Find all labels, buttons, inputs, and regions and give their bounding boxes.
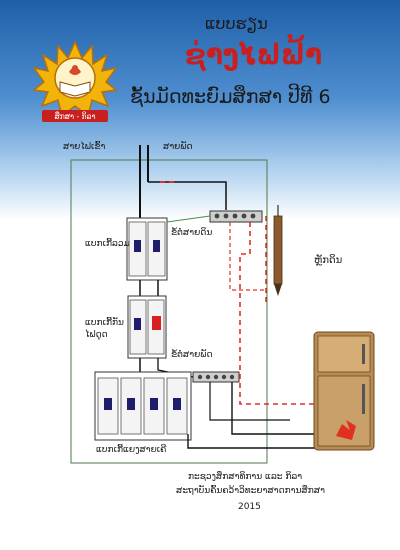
ground-rod xyxy=(273,205,283,296)
label-ground-rod: ຫຼັກດິນ xyxy=(314,255,343,266)
publisher-institute: ສະຖາບັນຄົ້ນຄວ້າວິທະຍາສາດການສຶກສາ xyxy=(176,486,325,496)
publisher-ministry: ກະຊວງສຶກສາທິການ ແລະ ກິລາ xyxy=(188,472,303,482)
logo-text: ສຶກສາ - ກິລາ xyxy=(54,112,95,121)
rcd-breaker xyxy=(127,295,167,359)
label-neutral-bar: ຂໍ້ຕໍ່ສາຍພັດ xyxy=(171,350,213,360)
refrigerator xyxy=(313,331,375,451)
main-breaker xyxy=(126,217,168,281)
neutral-bar xyxy=(192,371,240,383)
ministry-logo: ສຶກສາ - ກິລາ xyxy=(32,40,118,122)
label-rcd-breaker: ແບກເກີ້ກັນໄຟດູດ xyxy=(85,318,124,340)
grade-label: ຊັ້ນມັດທະຍົມສຶກສາ ປີທີ 6 xyxy=(130,86,331,108)
branch-breakers xyxy=(94,371,192,441)
publication-year: 2015 xyxy=(238,502,261,512)
label-main-breaker: ແບກເກີ້ລວມ xyxy=(85,239,130,249)
label-branch-breakers: ແບກເກີ້ແຍງສາຍເຄີ xyxy=(96,445,167,455)
label-ground-bar: ຂໍ້ຕໍ່ສາຍດິນ xyxy=(171,228,213,238)
label-supply-wire: ສາຍໄຟເຂົ້າ xyxy=(63,142,106,152)
book-title: ຊ່າງໄຟຟ້າ xyxy=(185,38,323,71)
series-label: ແບບຮຽນ xyxy=(205,14,268,33)
book-icon xyxy=(59,81,91,97)
ground-bar xyxy=(209,210,263,223)
label-neutral-wire: ສາຍພັດ xyxy=(163,142,193,152)
distribution-board xyxy=(70,159,268,464)
